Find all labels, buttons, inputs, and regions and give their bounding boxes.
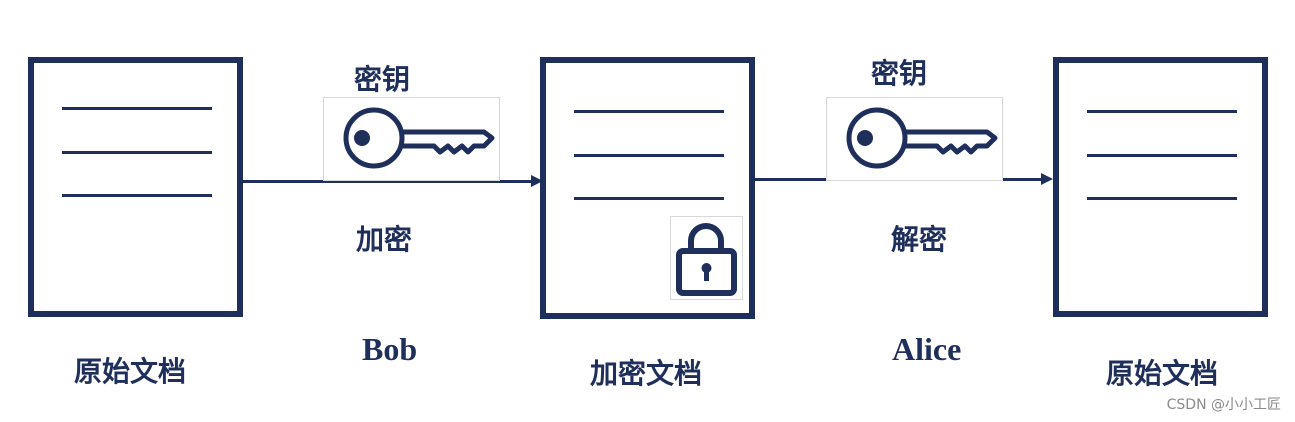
text-line xyxy=(574,154,724,157)
original-document-right-caption: 原始文档 xyxy=(1106,357,1219,390)
key-icon xyxy=(846,107,998,169)
text-line xyxy=(62,107,212,110)
original-document-right xyxy=(1053,57,1268,317)
original-document-left xyxy=(28,57,243,317)
text-line xyxy=(62,151,212,154)
decrypt-key-box xyxy=(826,97,1003,181)
text-line xyxy=(1087,154,1237,157)
encrypt-label: 加密 xyxy=(356,223,413,256)
key-icon xyxy=(343,107,495,169)
encrypt-key-label: 密钥 xyxy=(354,63,411,96)
text-line xyxy=(574,197,724,200)
receiver-name: Alice xyxy=(892,331,962,367)
watermark: CSDN @小小工匠 xyxy=(1166,397,1281,413)
sender-name: Bob xyxy=(362,331,418,367)
decrypt-arrow-head xyxy=(1041,173,1053,185)
encrypt-arrow-shaft xyxy=(243,180,531,183)
encrypted-document-caption: 加密文档 xyxy=(590,357,703,390)
lock-box xyxy=(670,216,743,300)
text-line xyxy=(1087,110,1237,113)
encrypt-key-box xyxy=(323,97,500,181)
padlock-icon xyxy=(676,223,737,296)
text-line xyxy=(1087,197,1237,200)
original-document-left-caption: 原始文档 xyxy=(74,355,187,388)
decrypt-label: 解密 xyxy=(891,223,948,256)
text-line xyxy=(62,194,212,197)
decrypt-key-label: 密钥 xyxy=(871,57,928,90)
encrypted-document xyxy=(540,57,755,319)
text-line xyxy=(574,110,724,113)
